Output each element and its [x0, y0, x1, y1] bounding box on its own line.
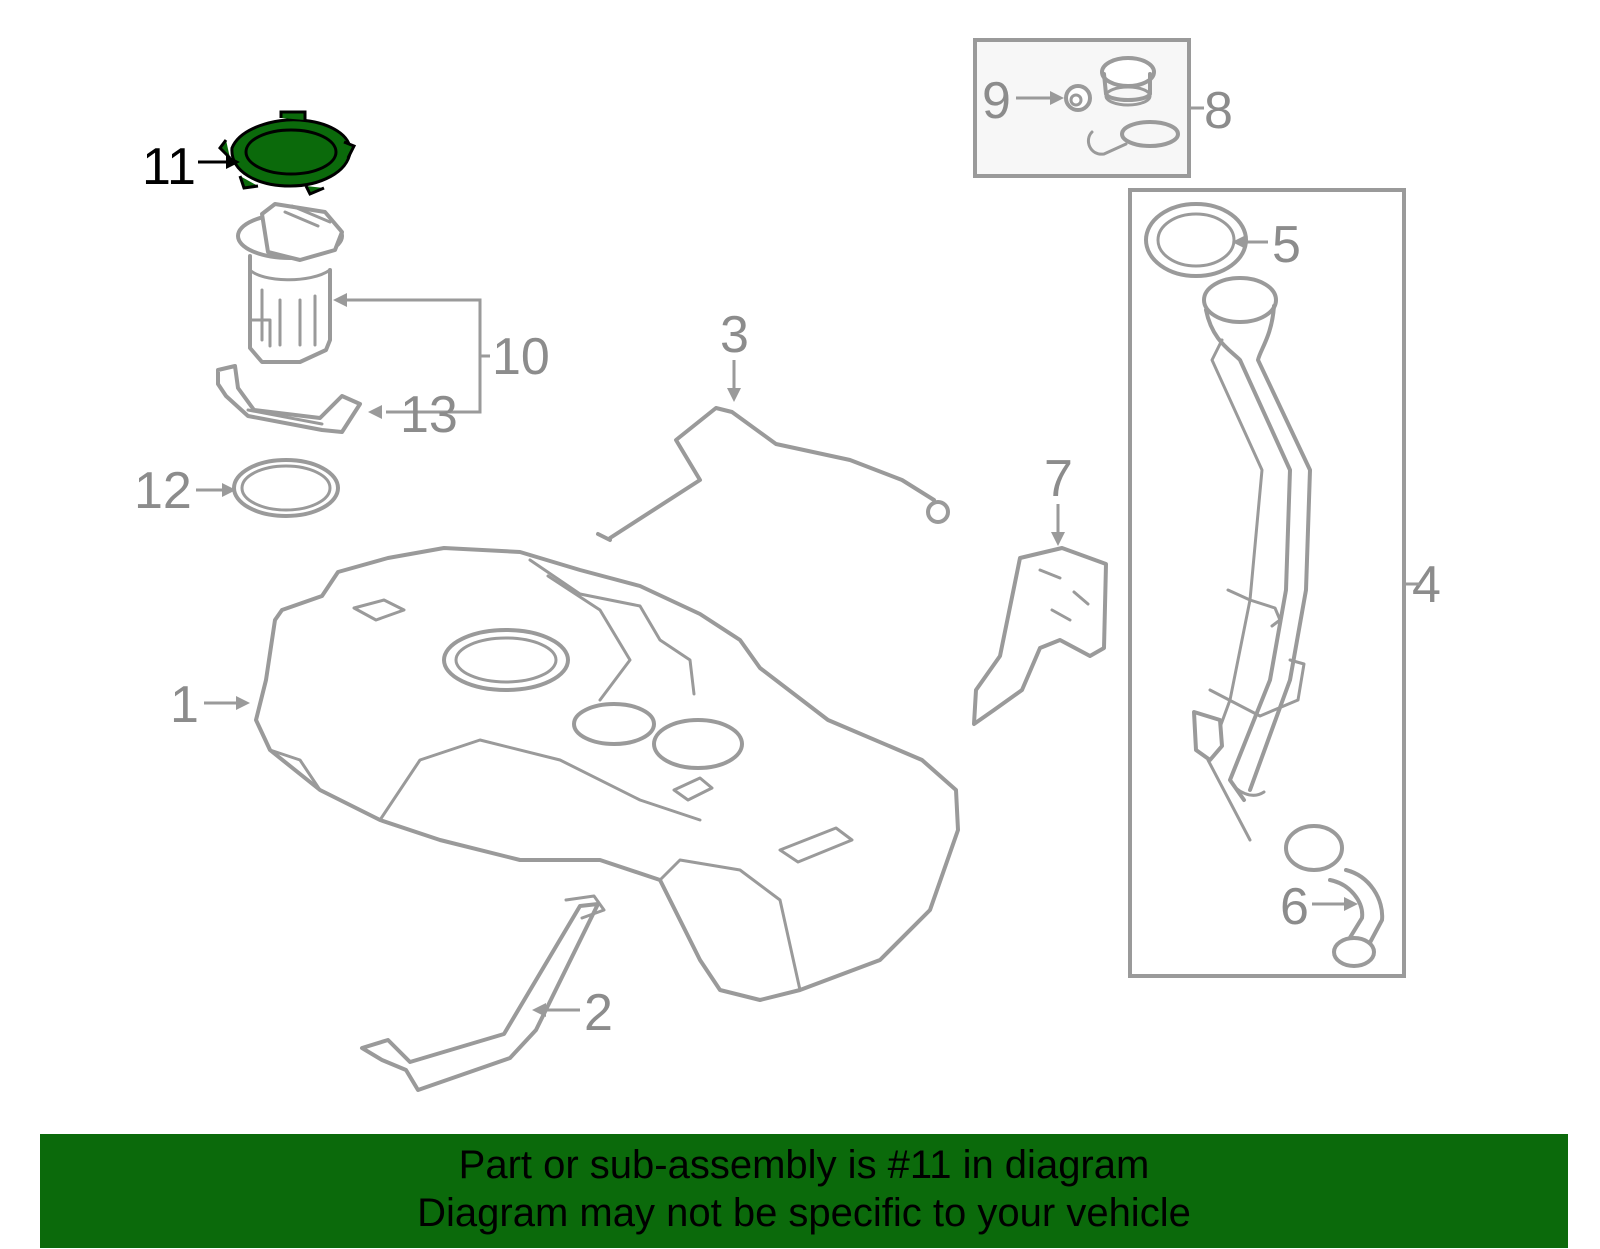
part-1-fuel-tank[interactable]	[254, 546, 960, 1002]
info-banner: Part or sub-assembly is #11 in diagram D…	[40, 1134, 1568, 1248]
callout-11-label: 11	[142, 138, 196, 196]
callout-3-label: 3	[720, 306, 749, 364]
callout-13: 13	[368, 386, 458, 444]
part-7-heat-shield[interactable]	[972, 546, 1108, 726]
callout-10-label: 10	[492, 328, 550, 386]
part-13-sending-unit[interactable]	[216, 364, 362, 434]
callout-13-label: 13	[400, 386, 458, 444]
callout-1: 1	[170, 676, 250, 734]
callout-2-label: 2	[584, 984, 613, 1042]
callout-6-label: 6	[1280, 878, 1309, 936]
banner-disclaimer-text: Diagram may not be specific to your vehi…	[417, 1191, 1191, 1235]
callout-4: 4	[1404, 556, 1441, 614]
callout-8-label: 8	[1204, 82, 1233, 140]
callout-7-label: 7	[1044, 450, 1073, 508]
part-2-tank-strap[interactable]	[360, 894, 606, 1092]
callout-8: 8	[1189, 82, 1233, 140]
callout-5-label: 5	[1272, 216, 1301, 274]
callout-5: 5	[1232, 216, 1301, 274]
callout-12-label: 12	[134, 462, 192, 520]
callout-3: 3	[720, 306, 749, 402]
callout-9: 9	[982, 72, 1064, 130]
part-3-vent-tube[interactable]	[596, 406, 950, 542]
callout-7: 7	[1044, 450, 1073, 546]
part-4-filler-pipe[interactable]	[1128, 188, 1406, 978]
callout-1-label: 1	[170, 676, 199, 734]
callout-2: 2	[532, 984, 613, 1042]
banner-part-number-text: Part or sub-assembly is #11 in diagram	[458, 1143, 1150, 1187]
part-9-tether-grommet[interactable]	[1064, 84, 1092, 112]
part-5-seal[interactable]	[1144, 202, 1248, 278]
callout-11-highlighted: 11	[142, 138, 240, 196]
part-10-fuel-pump-module[interactable]	[236, 202, 344, 364]
callout-6: 6	[1280, 878, 1358, 936]
callout-10: 10	[333, 293, 550, 414]
part-11-lock-ring[interactable]	[218, 110, 357, 196]
callout-12: 12	[134, 462, 236, 520]
part-12-gasket[interactable]	[232, 458, 340, 518]
callout-9-label: 9	[982, 72, 1011, 130]
part-6-hose[interactable]	[1284, 824, 1385, 968]
